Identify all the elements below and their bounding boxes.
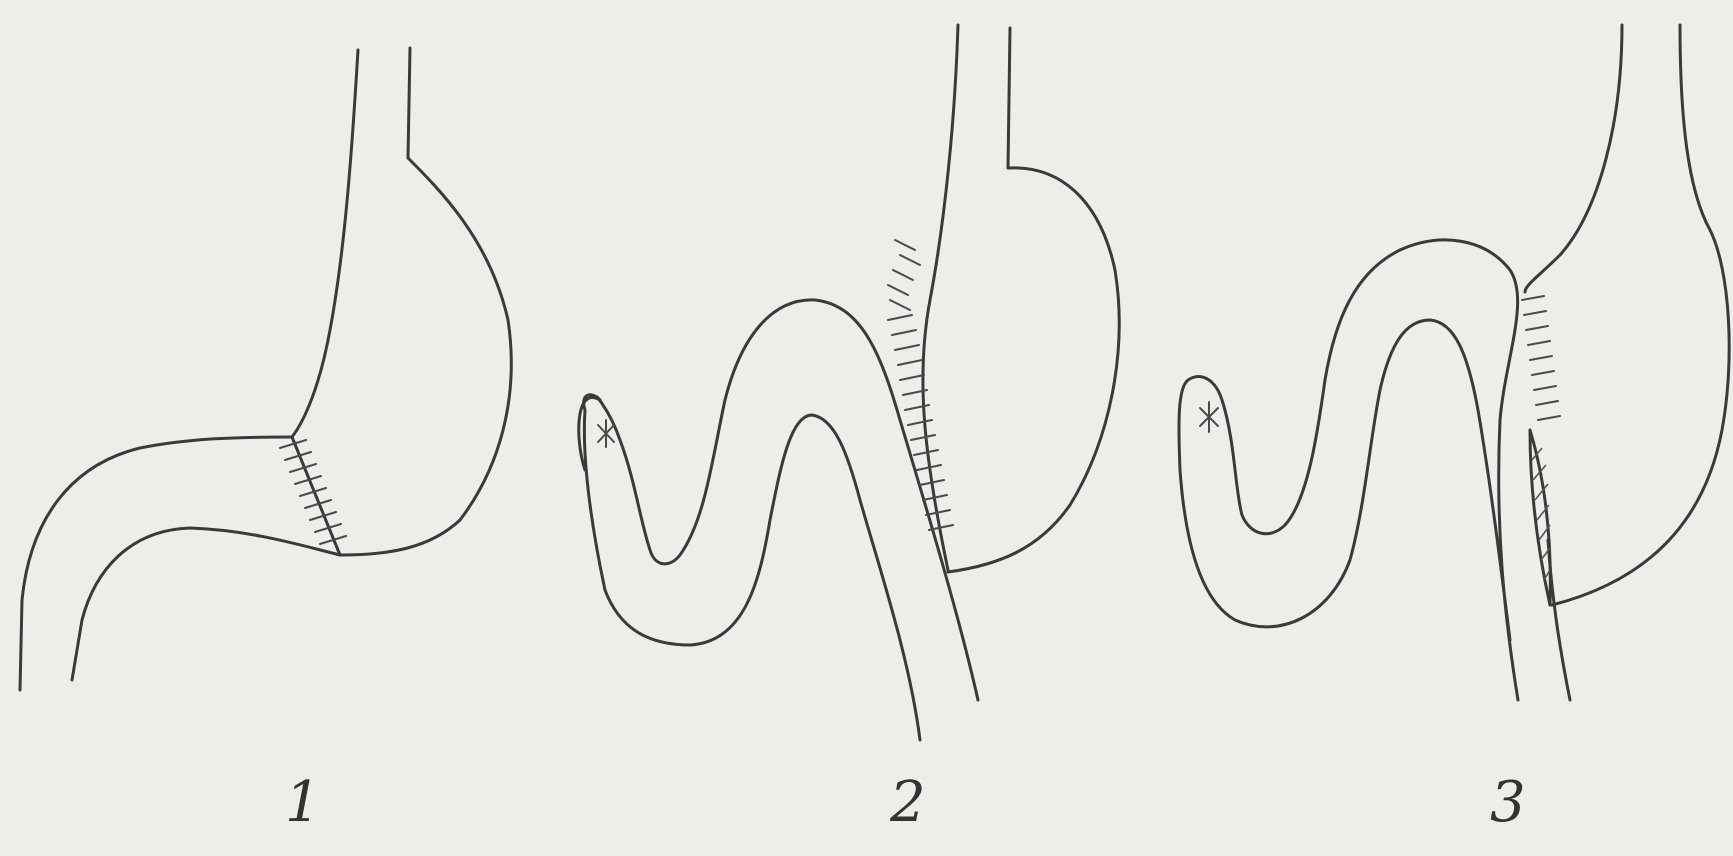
fig2-lesser-curvature bbox=[923, 25, 958, 570]
fig1-duodenum-upper bbox=[20, 437, 292, 690]
fig3-greater-curvature bbox=[1552, 25, 1729, 605]
fig3-hatched-region-outline bbox=[1530, 430, 1550, 605]
fig3-closure-mark bbox=[1200, 402, 1218, 432]
figure-3-drawing bbox=[1179, 25, 1729, 700]
fig2-closure-mark bbox=[598, 420, 614, 447]
fig1-duodenum-lower bbox=[72, 528, 340, 680]
figure-label-1: 1 bbox=[285, 775, 321, 831]
figure-label-3: 3 bbox=[1490, 775, 1526, 831]
fig3-lesser-curvature bbox=[1525, 25, 1622, 292]
fig1-sutures bbox=[280, 440, 346, 544]
fig2-loop-blind-end bbox=[579, 397, 600, 470]
fig1-lesser-curvature bbox=[292, 50, 358, 437]
fig2-jejunum-outer bbox=[584, 300, 978, 740]
figure-2-drawing bbox=[579, 25, 1119, 740]
figure-1-drawing bbox=[20, 48, 511, 690]
fig1-greater-curvature bbox=[340, 48, 511, 555]
figure-label-2: 2 bbox=[890, 775, 926, 831]
fig3-sutures bbox=[1522, 296, 1560, 420]
fig3-jejunum-outer bbox=[1179, 240, 1518, 700]
fig2-greater-curvature bbox=[948, 28, 1119, 572]
